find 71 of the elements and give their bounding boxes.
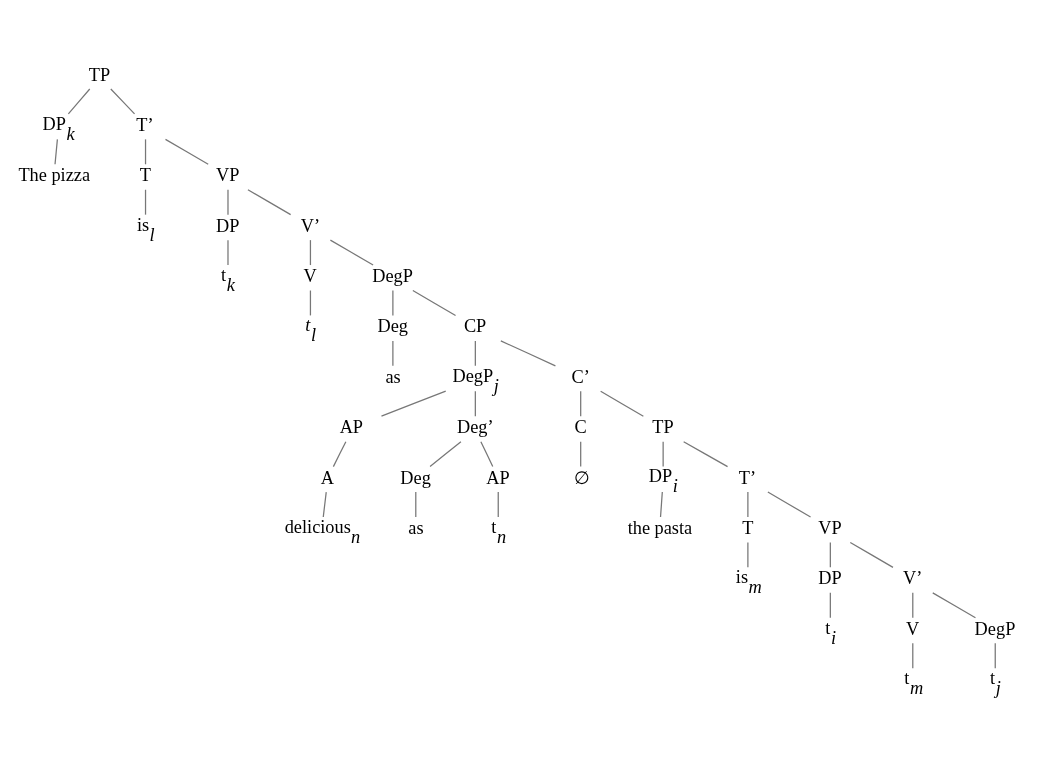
node-text: T’ (738, 467, 756, 488)
connector (599, 390, 644, 417)
connector (414, 491, 416, 518)
connector (579, 441, 581, 468)
connector (829, 541, 831, 568)
connector (380, 390, 446, 417)
connector (109, 88, 135, 115)
node-text: as (407, 518, 424, 539)
connector (499, 340, 556, 367)
node-text: TP (651, 417, 674, 438)
connector (332, 441, 346, 468)
connector (662, 441, 664, 468)
connector (391, 289, 393, 317)
connector (164, 138, 209, 165)
connector (53, 138, 58, 165)
node-text: V’ (902, 568, 922, 589)
connector (226, 189, 229, 216)
connector (479, 441, 493, 468)
node-text: DegP (974, 618, 1015, 639)
connector (579, 390, 581, 417)
connector (659, 491, 663, 518)
node-text: C’ (571, 366, 590, 387)
connector (474, 390, 476, 417)
node-text: AP (339, 417, 363, 438)
connector (931, 592, 976, 619)
connector (67, 88, 90, 115)
node-text: A (320, 467, 334, 488)
connector (746, 491, 748, 518)
connector (497, 491, 499, 518)
node-text: AP (485, 467, 510, 488)
connector (309, 289, 311, 317)
connector (144, 138, 146, 165)
node-text: C (573, 417, 587, 438)
node-text: VP (215, 165, 239, 186)
connector (849, 541, 894, 568)
node-text: V’ (300, 215, 320, 236)
node-text: TP (88, 64, 110, 85)
node-text: Deg (399, 467, 431, 488)
connector (329, 239, 374, 266)
connector (428, 441, 462, 468)
connector (911, 592, 913, 619)
node-text: Deg’ (456, 417, 494, 438)
node-text: DP (215, 215, 239, 236)
node-text: V (905, 618, 919, 639)
node-text: The pizza (17, 165, 90, 186)
connector (322, 491, 327, 518)
node-text: the pasta (627, 518, 692, 539)
connector (144, 189, 146, 216)
node-text: CP (463, 316, 486, 337)
node-text: DegP (371, 266, 413, 287)
node-text: ∅ (573, 467, 590, 488)
connector (226, 239, 229, 266)
connector (994, 642, 996, 669)
connector (766, 491, 811, 518)
connector (746, 541, 748, 568)
node-text: VP (817, 518, 842, 539)
connector (309, 239, 311, 266)
node-text: as (384, 366, 401, 387)
connector (829, 592, 831, 619)
node-text: Deg (376, 316, 408, 337)
node-text: T (139, 165, 151, 186)
connector (474, 340, 476, 367)
connector (911, 642, 913, 669)
connector (411, 289, 456, 317)
connector (246, 189, 291, 216)
node-text: DP (817, 568, 842, 589)
node-text: V (303, 266, 317, 287)
node-text: T’ (135, 114, 154, 135)
connector (682, 441, 728, 468)
connector (391, 340, 393, 367)
node-text: T (741, 518, 753, 539)
